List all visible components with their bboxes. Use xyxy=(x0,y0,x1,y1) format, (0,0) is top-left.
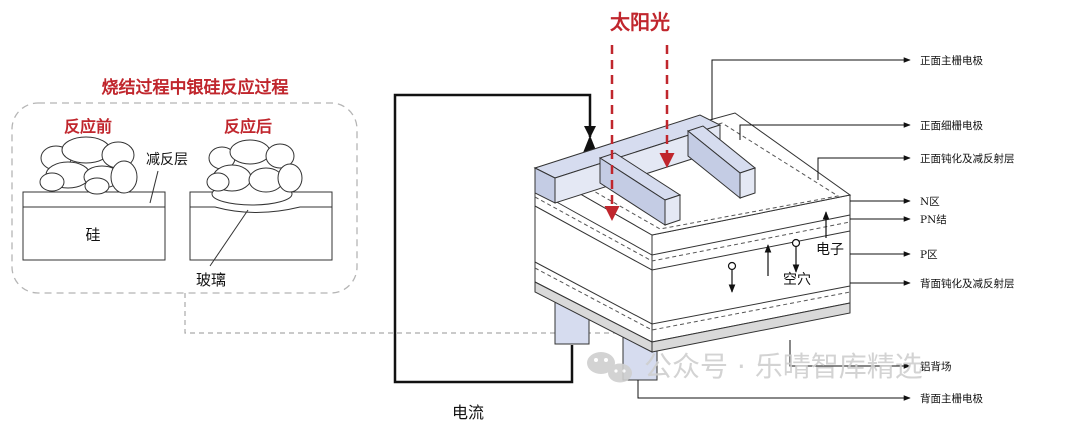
label-front-busbar: 正面主栅电极 xyxy=(920,54,983,67)
label-back-passivation: 背面钝化及减反射层 xyxy=(920,277,1015,290)
label-pn-junction: PN结 xyxy=(920,213,947,226)
after-label: 反应后 xyxy=(224,117,272,136)
carrier-arrows xyxy=(727,211,830,293)
label-n-region: N区 xyxy=(920,196,940,208)
connector-to-electrode xyxy=(184,203,656,334)
sintering-dashed-frame xyxy=(11,102,358,294)
after-block xyxy=(189,139,333,261)
glass-pointer xyxy=(209,209,249,267)
cell-dashed-lines xyxy=(534,196,851,331)
current-label: 电流 xyxy=(452,403,484,422)
cell-layer-lines xyxy=(534,189,851,325)
label-p-region: P区 xyxy=(920,249,938,261)
silicon-label: 硅 xyxy=(85,226,100,244)
label-back-busbar: 背面主栅电极 xyxy=(920,392,983,405)
label-front-passivation: 正面钝化及减反射层 xyxy=(920,152,1015,165)
before-label: 反应前 xyxy=(64,117,112,136)
cell-side-back-layer xyxy=(651,302,851,353)
ar-layer-label: 减反层 xyxy=(146,152,188,168)
sunlight-label: 太阳光 xyxy=(610,10,670,34)
hole-label: 空穴 xyxy=(783,272,811,288)
before-block: 硅 xyxy=(22,136,166,261)
label-front-finger: 正面细栅电极 xyxy=(920,119,983,132)
watermark-text: 公众号 · 乐晴智库精选 xyxy=(644,350,923,383)
front-electrodes xyxy=(533,114,757,226)
glass-label: 玻璃 xyxy=(196,271,226,289)
silver-particles-after xyxy=(206,139,303,206)
current-loop: 电流 xyxy=(393,93,597,422)
sintering-panel: 烧结过程中银硅反应过程 反应前 反应后 硅 xyxy=(11,77,660,334)
solar-cell: 电子 空穴 太阳光 xyxy=(533,10,852,381)
current-arrowhead xyxy=(584,126,596,138)
electron-label: 电子 xyxy=(816,242,844,258)
sintering-title: 烧结过程中银硅反应过程 xyxy=(102,77,289,98)
watermark: 公众号 · 乐晴智库精选 xyxy=(587,350,923,383)
wechat-icon xyxy=(587,352,632,383)
silver-particles-before xyxy=(39,136,138,195)
ar-layer-pointer xyxy=(149,170,159,204)
current-wire xyxy=(393,93,597,384)
layer-labels xyxy=(637,57,911,401)
label-aluminum-bsf: 铝背场 xyxy=(920,360,952,373)
